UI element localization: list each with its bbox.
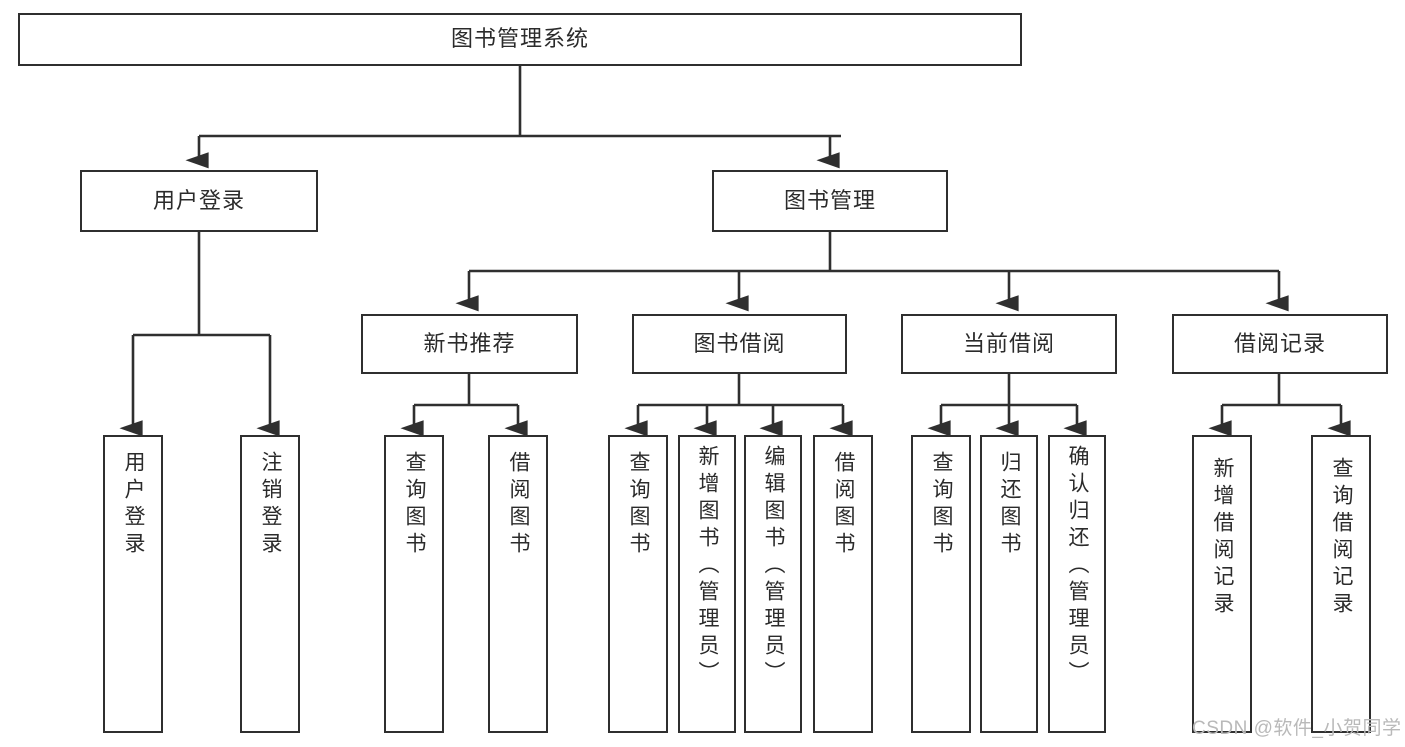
leaf-borrow-book-2-label: 借阅图书 bbox=[832, 451, 856, 559]
node-borrow-record[interactable]: 借阅记录 bbox=[1172, 314, 1388, 374]
node-root[interactable]: 图书管理系统 bbox=[18, 13, 1022, 66]
leaf-confirm-return-label: 确认归还（管理员） bbox=[1066, 445, 1090, 688]
node-book-manage-label: 图书管理 bbox=[783, 187, 876, 213]
node-book-borrow-label: 图书借阅 bbox=[693, 330, 786, 356]
leaf-query-book-2[interactable]: 查询图书 bbox=[608, 435, 668, 733]
leaf-edit-book[interactable]: 编辑图书（管理员） bbox=[744, 435, 802, 733]
leaf-user-login[interactable]: 用户登录 bbox=[103, 435, 163, 733]
node-user-login-label: 用户登录 bbox=[152, 187, 245, 213]
leaf-query-book-1-label: 查询图书 bbox=[403, 451, 427, 559]
node-borrow-record-label: 借阅记录 bbox=[1233, 330, 1326, 356]
leaf-query-book-2-label: 查询图书 bbox=[627, 451, 651, 559]
node-new-book-rec-label: 新书推荐 bbox=[423, 330, 516, 356]
leaf-logout[interactable]: 注销登录 bbox=[240, 435, 300, 733]
leaf-borrow-book-2[interactable]: 借阅图书 bbox=[813, 435, 873, 733]
leaf-add-record-label: 新增借阅记录 bbox=[1211, 457, 1235, 619]
node-current-borrow[interactable]: 当前借阅 bbox=[901, 314, 1117, 374]
leaf-borrow-book-1[interactable]: 借阅图书 bbox=[488, 435, 548, 733]
leaf-query-record[interactable]: 查询借阅记录 bbox=[1311, 435, 1371, 733]
leaf-return-book-label: 归还图书 bbox=[998, 451, 1022, 559]
leaf-query-book-1[interactable]: 查询图书 bbox=[384, 435, 444, 733]
node-user-login[interactable]: 用户登录 bbox=[80, 170, 318, 232]
node-root-label: 图书管理系统 bbox=[450, 26, 589, 52]
leaf-add-book-label: 新增图书（管理员） bbox=[696, 445, 720, 688]
node-book-manage[interactable]: 图书管理 bbox=[712, 170, 948, 232]
leaf-return-book[interactable]: 归还图书 bbox=[980, 435, 1038, 733]
csdn-watermark: CSDN @软件_小贺同学 bbox=[1192, 718, 1402, 739]
leaf-user-login-label: 用户登录 bbox=[122, 451, 146, 559]
leaf-query-book-3[interactable]: 查询图书 bbox=[911, 435, 971, 733]
leaf-confirm-return[interactable]: 确认归还（管理员） bbox=[1048, 435, 1106, 733]
node-book-borrow[interactable]: 图书借阅 bbox=[632, 314, 847, 374]
leaf-logout-label: 注销登录 bbox=[259, 451, 283, 559]
leaf-borrow-book-1-label: 借阅图书 bbox=[507, 451, 531, 559]
leaf-add-book[interactable]: 新增图书（管理员） bbox=[678, 435, 736, 733]
leaf-query-book-3-label: 查询图书 bbox=[930, 451, 954, 559]
leaf-query-record-label: 查询借阅记录 bbox=[1330, 457, 1354, 619]
leaf-add-record[interactable]: 新增借阅记录 bbox=[1192, 435, 1252, 733]
node-new-book-rec[interactable]: 新书推荐 bbox=[361, 314, 578, 374]
node-current-borrow-label: 当前借阅 bbox=[962, 330, 1055, 356]
leaf-edit-book-label: 编辑图书（管理员） bbox=[762, 445, 786, 688]
